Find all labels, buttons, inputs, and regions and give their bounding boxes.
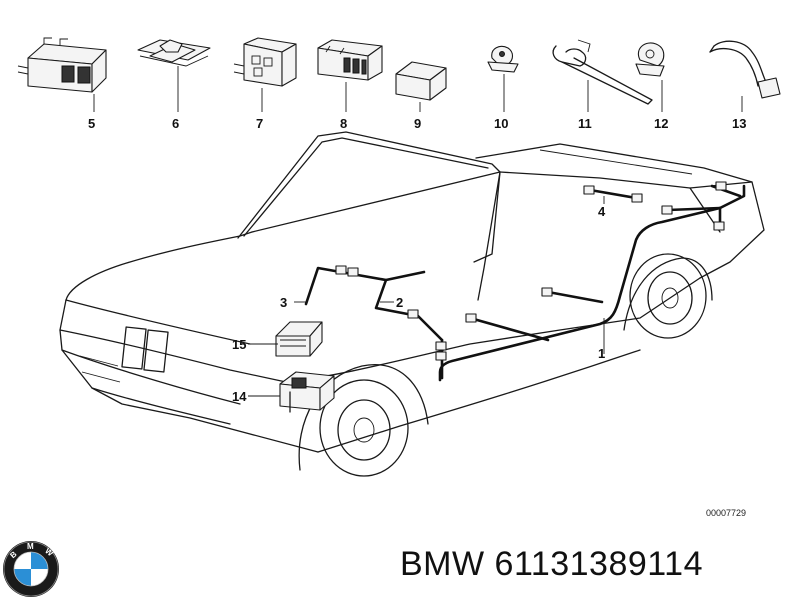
callout-13: 13 [732,116,746,131]
callout-3: 3 [280,295,287,310]
callout-11: 11 [578,116,592,131]
callout-2: 2 [396,295,403,310]
callout-12: 12 [654,116,668,131]
drawing-code: 00007729 [706,508,746,518]
wiring-harness [304,181,746,382]
bmw-logo-icon: B M W [3,541,59,597]
callout-14: 14 [232,389,247,404]
callout-15: 15 [232,337,246,352]
callout-labels: 5 6 7 8 9 10 11 12 13 4 3 2 15 1 14 [88,116,746,404]
callout-7: 7 [256,116,263,131]
part-15-fuse-block [275,321,323,357]
part-10-clip [487,45,519,112]
callout-8: 8 [340,116,347,131]
leader-lines [248,196,605,397]
part-12-clip [635,42,665,112]
part-5-switch [17,37,107,112]
callout-4: 4 [598,204,606,219]
callout-1: 1 [598,346,605,361]
part-11-strap [552,39,653,112]
callout-6: 6 [172,116,179,131]
part-13-clamp [709,40,781,112]
callout-10: 10 [494,116,508,131]
part-9-relay [395,61,447,112]
svg-text:M: M [27,542,34,551]
part-7-connector [233,37,297,112]
part-6-plate [137,39,211,112]
part-14-relay-box [279,371,335,413]
part-8-socket [317,39,383,112]
svg-text:B: B [8,549,18,560]
part-number-caption: BMW 61131389114 [400,545,703,583]
callout-5: 5 [88,116,95,131]
car-body [59,131,765,477]
callout-9: 9 [414,116,421,131]
svg-text:W: W [43,546,55,558]
